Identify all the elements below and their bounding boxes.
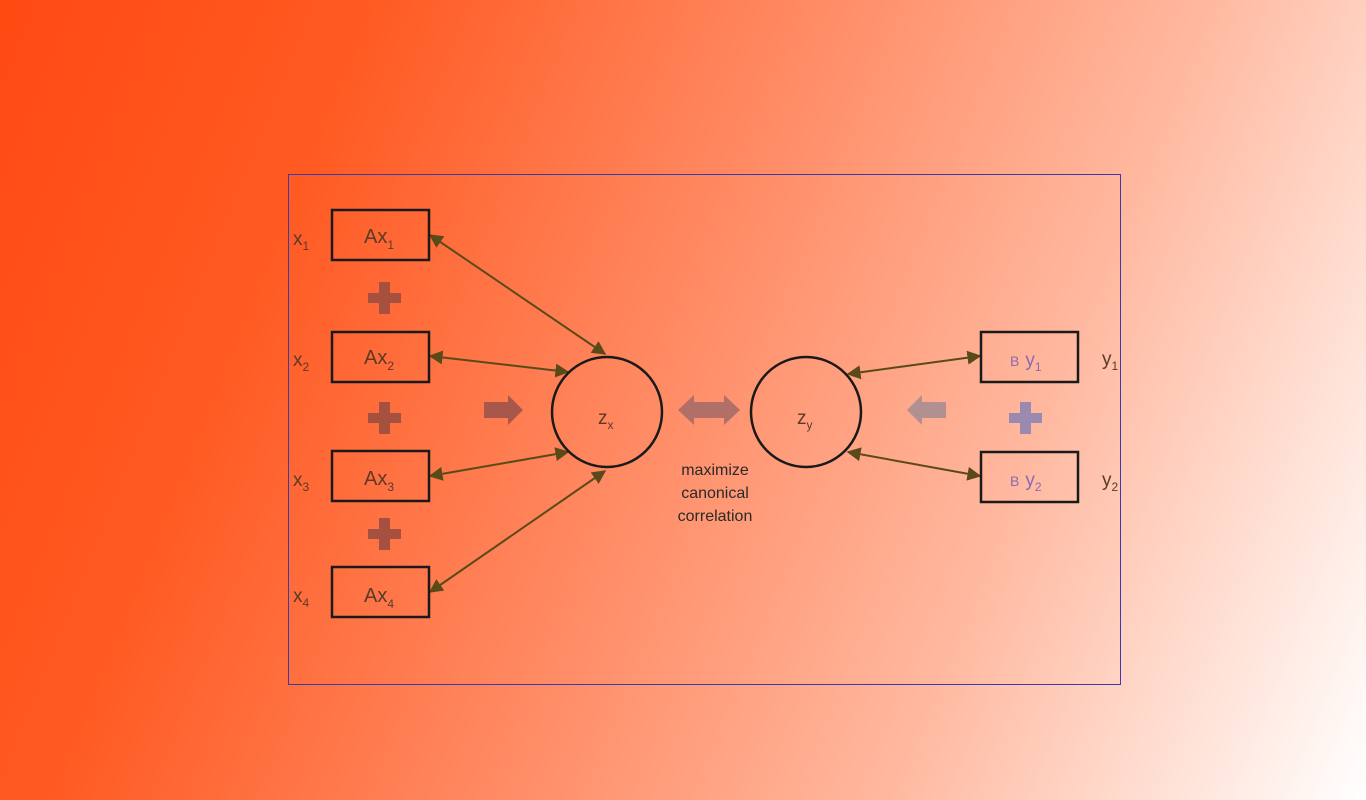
diagram-frame: [288, 174, 1121, 685]
connector-x4: [428, 470, 607, 593]
left-box-1: Ax1: [330, 208, 431, 262]
svg-text:Ax3: Ax3: [364, 468, 394, 494]
svg-text:Ax4: Ax4: [364, 585, 394, 611]
block-arrow-right-icon: [484, 395, 523, 425]
box-main: Ax: [364, 468, 387, 490]
node-sub: x: [608, 418, 614, 432]
left-box-2: Ax2: [330, 330, 431, 384]
label-x3: x3: [293, 470, 310, 494]
block-arrow-left-icon: [907, 395, 946, 425]
box-main: Ax: [364, 585, 387, 607]
box-coef: B: [1010, 473, 1019, 489]
left-box-4: Ax4: [330, 565, 431, 619]
box-sub: 1: [1035, 360, 1042, 374]
box-sub: 1: [387, 238, 394, 252]
box-sub: 2: [1035, 480, 1042, 494]
label-y1: y1: [1102, 349, 1119, 373]
svg-text:zx: zx: [598, 408, 614, 432]
node-main: z: [797, 408, 807, 429]
box-main: Ax: [364, 347, 387, 369]
connector-y1: [846, 350, 982, 380]
double-arrow-icon: [678, 395, 740, 425]
plus-icon: [368, 402, 401, 434]
label-x2: x2: [293, 350, 310, 374]
plus-icon: [1009, 402, 1042, 434]
plus-icon: [368, 518, 401, 550]
label-x4: x4: [293, 586, 310, 610]
box-sub: 3: [387, 480, 394, 494]
box-coef: B: [1010, 353, 1019, 369]
plus-icon: [368, 282, 401, 314]
svg-text:Ax2: Ax2: [364, 347, 394, 373]
connector-x1: [428, 234, 607, 355]
connector-x2: [428, 350, 570, 378]
right-connectors: [846, 350, 982, 481]
label-x1: x1: [293, 229, 310, 253]
svg-text:By2: By2: [1010, 470, 1042, 494]
box-sub: 2: [387, 359, 394, 373]
caption-line-1: maximize: [681, 462, 749, 479]
left-box-3: Ax3: [330, 449, 431, 503]
svg-text:By1: By1: [1010, 350, 1042, 374]
label-y2: y2: [1102, 470, 1119, 494]
svg-text:Ax1: Ax1: [364, 226, 394, 252]
connector-y2: [846, 447, 982, 481]
left-connectors: [428, 234, 607, 593]
node-zy: zy: [749, 355, 863, 469]
node-zx: zx: [550, 355, 664, 469]
box-sub: 4: [387, 597, 394, 611]
node-sub: y: [807, 418, 813, 432]
caption-line-3: correlation: [678, 508, 753, 525]
box-main: Ax: [364, 226, 387, 248]
caption-line-2: canonical: [681, 485, 749, 502]
box-main: y: [1025, 350, 1035, 371]
connector-x3: [428, 447, 570, 481]
svg-text:zy: zy: [797, 408, 813, 432]
box-main: y: [1025, 470, 1035, 491]
node-main: z: [598, 408, 608, 429]
